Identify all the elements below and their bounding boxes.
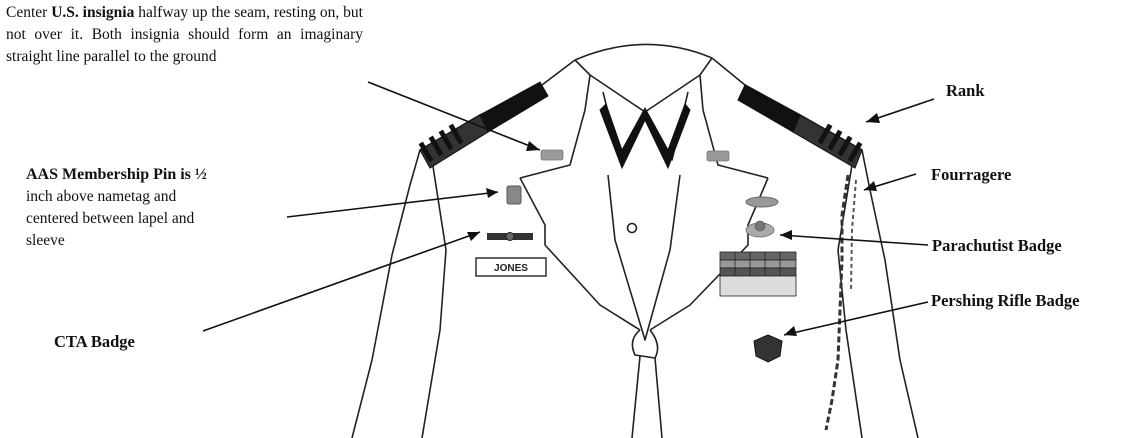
jacket-front-line [655, 358, 662, 438]
label-cta-badge: CTA Badge [54, 331, 135, 353]
shirt-front [608, 175, 680, 340]
fourragere-cord-2 [851, 180, 856, 290]
label-pershing-rifle-badge: Pershing Rifle Badge [931, 290, 1080, 312]
aas-note-line4: sleeve [26, 230, 316, 252]
leader-parachutist [780, 235, 928, 245]
wings-badge [746, 197, 778, 207]
collar-left-inner [590, 75, 645, 112]
pershing-rifle-badge [754, 335, 782, 362]
jacket-front-line-2 [632, 356, 640, 438]
jacket-left-side [352, 60, 575, 438]
collar-right-inner [645, 75, 700, 112]
parachutist-badge [746, 221, 774, 237]
label-parachutist-badge: Parachutist Badge [932, 235, 1062, 257]
nametag-text: JONES [494, 263, 528, 274]
aas-pin-note: AAS Membership Pin is ½ inch above namet… [26, 164, 316, 252]
label-fourragere: Fourragere [931, 164, 1011, 186]
aas-membership-pin [507, 186, 521, 204]
arrowhead-fourragere [864, 181, 877, 191]
insignia-note: Center U.S. insignia halfway up the seam… [6, 2, 363, 68]
arrowhead-parachutist [780, 230, 792, 240]
arrowhead-pershing [784, 326, 797, 336]
us-insignia-right [707, 151, 729, 161]
left-sleeve-seam [422, 160, 446, 438]
necktie [600, 104, 690, 168]
label-rank: Rank [946, 80, 985, 102]
aas-note-line2: inch above nametag and [26, 186, 316, 208]
lapel-left [520, 178, 640, 330]
insignia-note-emphasis: U.S. insignia [51, 4, 134, 21]
collar-back [575, 44, 712, 60]
jacket-closure [632, 330, 657, 358]
cta-badge [487, 233, 533, 241]
arrowhead-rank [866, 113, 880, 123]
ribbons-rack [720, 252, 796, 296]
us-insignia-left [541, 150, 563, 160]
insignia-note-prefix: Center [6, 4, 51, 21]
shirt-button [628, 224, 637, 233]
shoulder-board-left [419, 82, 548, 168]
leader-aas [287, 192, 498, 217]
arrowhead-aas [486, 188, 498, 198]
shoulder-board-right [738, 85, 862, 168]
aas-note-line1: AAS Membership Pin is ½ [26, 164, 316, 186]
leader-pershing [784, 302, 928, 335]
aas-note-line3: centered between lapel and [26, 208, 316, 230]
arrowhead-insignia [526, 141, 540, 151]
